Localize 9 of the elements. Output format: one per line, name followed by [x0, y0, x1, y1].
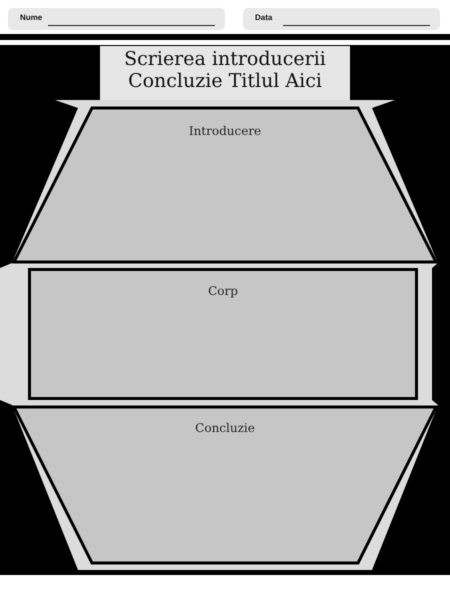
field-label: Data — [255, 13, 272, 22]
trapezoid-box — [12, 106, 438, 264]
trapezoid-box — [12, 405, 438, 565]
section-heading: Corp — [207, 284, 239, 298]
field-label: Nume — [20, 13, 42, 22]
section-heading: Introducere — [188, 124, 262, 138]
section-heading: Concluzie — [194, 421, 256, 435]
rectangle-box — [28, 268, 418, 400]
title: Scrierea introducerii Concluzie Titlul Aici — [123, 48, 327, 92]
